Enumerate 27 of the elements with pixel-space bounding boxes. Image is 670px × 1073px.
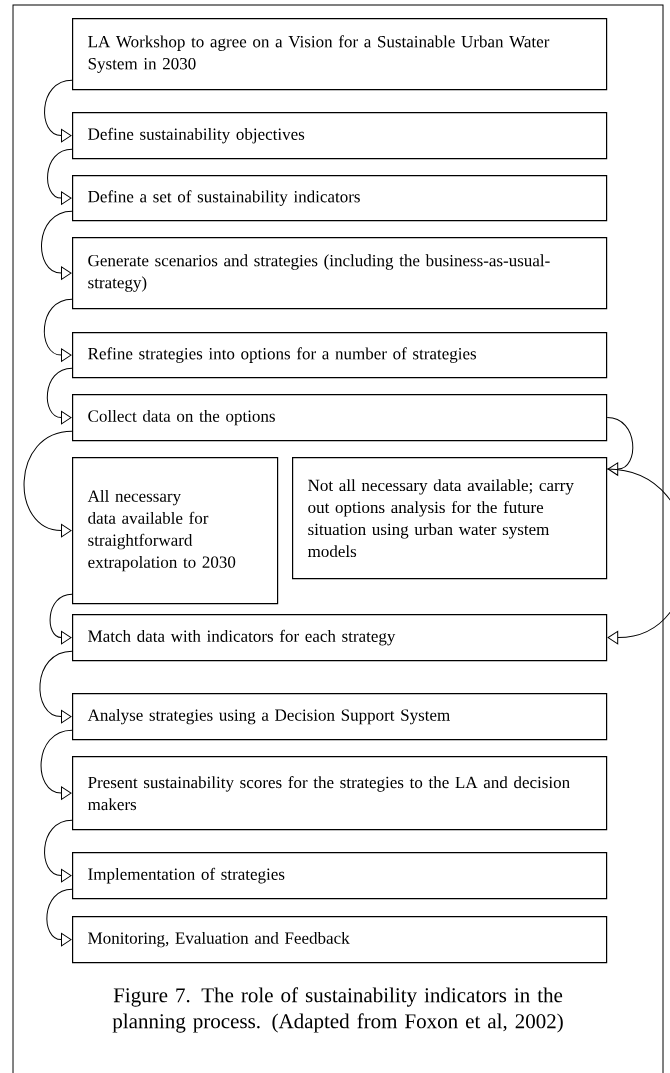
process-box: Analyse strategies using a Decision Support System xyxy=(72,693,608,741)
caption: Figure 7. The role of sustainability indicators in the planning process. (Adapted from Foxon et al, 2002) xyxy=(112,987,563,1033)
curved-arrow xyxy=(23,430,73,538)
curved-arrow xyxy=(40,729,73,800)
process-box: All necessary data available for straightforward extrapolation to 2030 xyxy=(72,457,279,605)
process-box: LA Workshop to agree on a Vision for a Sustainable Urban Water System in 2030 xyxy=(72,18,608,91)
process-box: Monitoring, Evaluation and Feedback xyxy=(72,916,608,964)
curved-arrow xyxy=(44,819,73,883)
curved-arrow xyxy=(44,79,73,143)
curved-arrow xyxy=(41,210,73,280)
process-box: Generate scenarios and strategies (including the business-as-usual-strategy) xyxy=(72,237,608,310)
curved-arrow xyxy=(43,298,73,362)
curved-arrow xyxy=(49,593,73,645)
curved-arrow xyxy=(46,888,73,947)
curved-arrow xyxy=(39,650,73,724)
process-box: Present sustainability scores for the strategies to the LA and decision makers xyxy=(72,756,608,831)
process-box: Define a set of sustainability indicators xyxy=(72,175,608,222)
curved-arrow xyxy=(606,468,670,645)
process-box: Implementation of strategies xyxy=(72,852,608,900)
curved-arrow xyxy=(47,148,73,205)
process-box: Match data with indicators for each strategy xyxy=(72,614,608,662)
process-box: Collect data on the options xyxy=(72,394,608,442)
process-box: Not all necessary data available; carry out options analysis for the future situation using urban water system models xyxy=(292,457,608,580)
curved-arrow xyxy=(46,367,73,425)
process-box: Refine strategies into options for a number of strategies xyxy=(72,332,608,379)
process-box: Define sustainability objectives xyxy=(72,112,608,160)
curved-arrow xyxy=(606,417,634,476)
